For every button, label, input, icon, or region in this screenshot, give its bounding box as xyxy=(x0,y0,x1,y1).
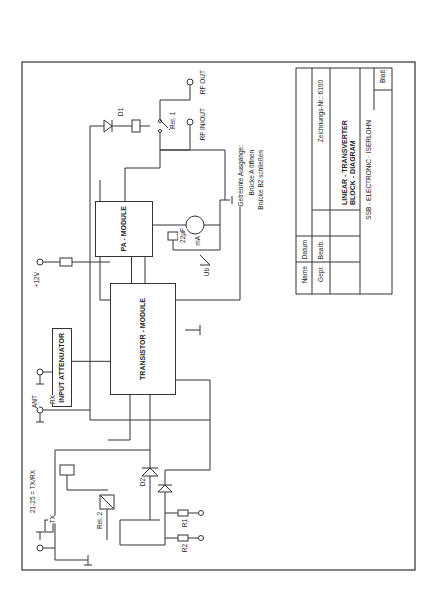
schematic-label: RX xyxy=(48,395,57,404)
schematic-label: Brücke A öffnen xyxy=(247,150,256,195)
signal-wire xyxy=(72,361,110,362)
schematic-label: R1 xyxy=(180,519,189,527)
schematic-label: Ub xyxy=(202,268,211,276)
schematic-label: Brücke B2 schließen xyxy=(256,150,265,210)
schematic-label: Datum xyxy=(300,240,309,259)
module-box: TRANSISTOR - MODULE xyxy=(110,283,176,395)
schematic-label: Bearb. xyxy=(316,240,325,259)
module-box: PA - MODULE xyxy=(95,201,153,257)
schematic-label: RF IN/OUT xyxy=(198,108,207,141)
schematic-label: +12V xyxy=(32,272,41,287)
schematic-label: Name xyxy=(300,266,309,283)
signal-wire xyxy=(131,257,132,283)
schematic-label: ANT xyxy=(30,395,39,408)
schematic-label: RF OUT xyxy=(198,70,207,94)
module-label: TRANSISTOR - MODULE xyxy=(139,298,147,380)
schematic-label: Zeichnungs-Nr.: 6100 xyxy=(316,80,325,142)
schematic-label: D2 xyxy=(138,478,147,486)
schematic-label: R2 xyxy=(180,544,189,552)
title-text: LINEAR - TRANSVERTER BLOCK - DIAGRAM xyxy=(340,120,357,205)
schematic-label: Gepr. xyxy=(316,266,325,282)
schematic-label: TX xyxy=(48,515,57,523)
schematic-label: 21-25 = TX/RX xyxy=(28,470,37,513)
schematic-label: SSB - ELECTRONIC · ISERLOHN xyxy=(364,120,373,220)
module-label: PA - MODULE xyxy=(120,206,128,252)
module-label: INPUT ATTENUATOR xyxy=(58,333,66,403)
schematic-label: Rel. 2 xyxy=(95,512,104,529)
schematic-label: D1 xyxy=(116,108,125,116)
schematic-label: mA xyxy=(193,236,202,246)
schematic-label: Blatt xyxy=(378,70,387,83)
schematic-label: Getrennte Ausgänge: xyxy=(236,145,245,206)
schematic-label: 22µF xyxy=(178,228,187,243)
schematic-label: Rel. 1 xyxy=(168,112,177,129)
